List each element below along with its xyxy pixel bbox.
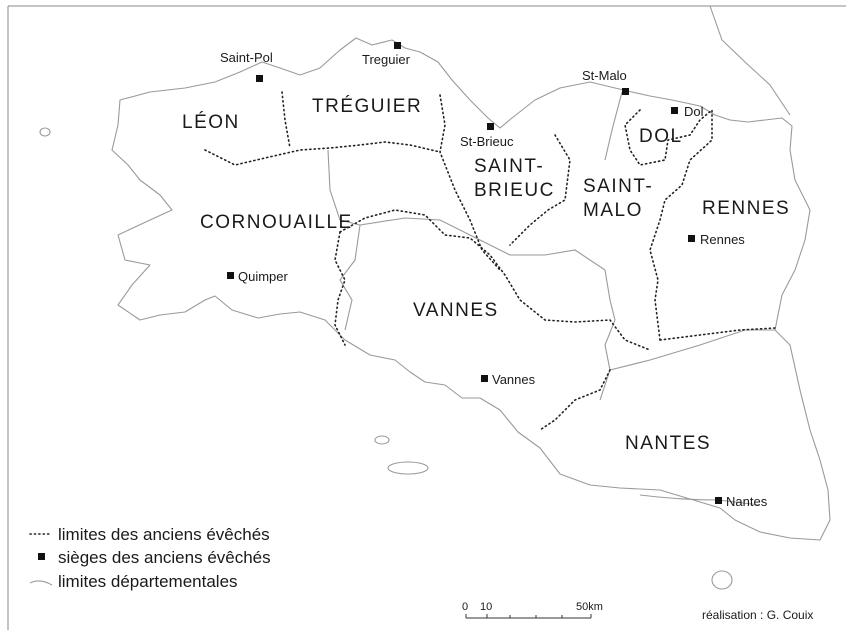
label-cornouaille: CORNOUAILLE <box>200 212 353 233</box>
eveche-malo-rennes <box>624 108 713 341</box>
island-noirmoutier <box>711 570 733 590</box>
legend-seat-marker <box>38 553 45 560</box>
seat-st-brieuc <box>487 123 494 130</box>
island-ouessant <box>39 127 51 137</box>
dept-finistere <box>327 149 361 331</box>
rance-estuary <box>604 91 623 161</box>
seat-rennes <box>688 235 695 242</box>
eveche-cornouaille-vannes <box>339 209 651 351</box>
label-saint-malo-1: SAINT- <box>583 176 653 197</box>
scale-label-fifty: 50km <box>576 601 603 613</box>
city-rennes: Rennes <box>700 232 745 247</box>
city-quimper: Quimper <box>238 269 289 284</box>
eveche-rennes-nantes <box>659 327 776 341</box>
city-st-brieuc: St-Brieuc <box>460 134 514 149</box>
northeast-border <box>709 5 791 116</box>
label-nantes: NANTES <box>625 433 711 454</box>
island-belle-ile <box>387 461 429 475</box>
city-dol: Dol <box>684 104 704 119</box>
eveche-vannes-west <box>334 231 346 346</box>
scale-bar: 0 10 50km <box>462 601 603 619</box>
eveche-brieuc-malo <box>509 134 571 246</box>
city-treguier: Treguier <box>362 52 411 67</box>
seat-saint-pol <box>256 75 263 82</box>
label-treguier: TRÉGUIER <box>312 96 422 117</box>
eveche-vannes-nantes <box>539 369 611 431</box>
eveche-leon-cornouaille <box>204 141 441 166</box>
label-vannes: VANNES <box>413 300 499 321</box>
seat-dol <box>671 107 678 114</box>
credit: réalisation : G. Couix <box>702 608 813 622</box>
seat-st-malo <box>622 88 629 95</box>
label-dol: DOL <box>639 126 683 147</box>
label-leon: LÉON <box>182 112 240 133</box>
legend-dept-limits: limites départementales <box>58 572 238 591</box>
city-st-malo: St-Malo <box>582 68 627 83</box>
label-saint-malo-2: MALO <box>583 200 643 221</box>
scale-label-zero: 0 <box>462 601 468 613</box>
legend-eveches-seats: sièges des anciens évêchés <box>58 548 271 567</box>
label-saint-brieuc-1: SAINT- <box>474 156 544 177</box>
scale-label-ten: 10 <box>480 601 492 613</box>
seat-vannes <box>481 375 488 382</box>
label-rennes: RENNES <box>702 198 790 219</box>
dept-loire-atlantique <box>609 329 775 371</box>
city-saint-pol: Saint-Pol <box>220 50 273 65</box>
legend: limites des anciens évêchés sièges des a… <box>29 525 271 591</box>
city-vannes: Vannes <box>492 372 536 387</box>
dept-cotes-armor-south <box>359 217 606 271</box>
island-groix <box>374 435 390 445</box>
label-saint-brieuc-2: BRIEUC <box>474 180 555 201</box>
seat-treguier <box>394 42 401 49</box>
eveche-treguier-brieuc <box>439 94 501 271</box>
city-nantes: Nantes <box>726 494 768 509</box>
eveche-leon-treguier <box>281 91 291 149</box>
seat-nantes <box>715 497 722 504</box>
seat-quimper <box>227 272 234 279</box>
legend-eveches-limits: limites des anciens évêchés <box>58 525 270 544</box>
legend-dept-line <box>29 580 53 586</box>
